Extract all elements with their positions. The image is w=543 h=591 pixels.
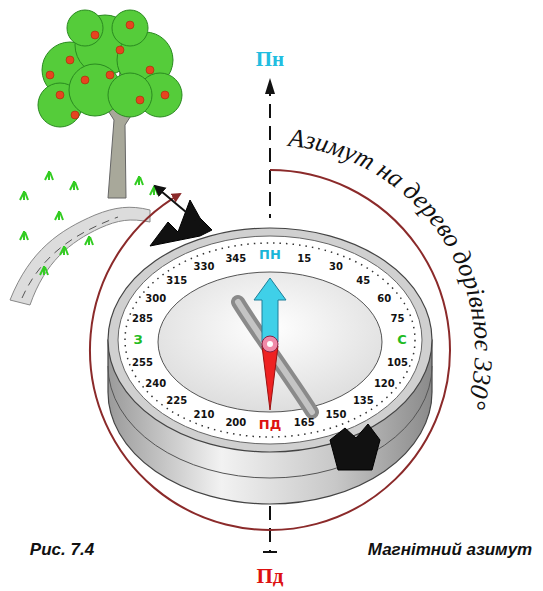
- figure-subtitle: Магнітний азимут: [368, 541, 532, 560]
- dial-mark: ПН: [259, 248, 281, 262]
- dial-mark: 210: [194, 408, 215, 419]
- dial-mark: С: [397, 333, 407, 347]
- dial-mark: 285: [132, 313, 153, 324]
- dial-mark: 45: [356, 274, 370, 285]
- dial-mark: 135: [353, 395, 374, 406]
- dial-mark: З: [133, 333, 142, 347]
- azimuth-note-path: Азимут на дерево дорівнює 330°: [285, 123, 498, 413]
- dial-mark: 165: [294, 417, 315, 428]
- figure-caption: Рис. 7.4: [30, 541, 94, 560]
- dial-mark: 255: [132, 356, 153, 367]
- dial-mark: 150: [326, 408, 347, 419]
- dial-mark: 30: [329, 261, 343, 272]
- dial-mark: 225: [166, 395, 187, 406]
- north-label: Пн: [256, 48, 284, 71]
- south-label: Пд: [257, 565, 284, 588]
- azimuth-note: Азимут на дерево дорівнює 330°: [285, 123, 498, 413]
- dial-mark: 15: [297, 252, 311, 263]
- dial-mark: 240: [145, 377, 166, 388]
- dial-mark: 300: [145, 292, 166, 303]
- dial-mark: 345: [225, 252, 246, 263]
- dial-mark: 105: [387, 356, 408, 367]
- dial-mark: 315: [166, 274, 187, 285]
- dial-mark: 60: [377, 292, 391, 303]
- dial-mark: 200: [225, 417, 246, 428]
- dial-mark: 330: [194, 261, 215, 272]
- dial-mark: 120: [374, 377, 395, 388]
- dial-mark: ПД: [259, 418, 281, 432]
- dial-mark: 75: [391, 313, 405, 324]
